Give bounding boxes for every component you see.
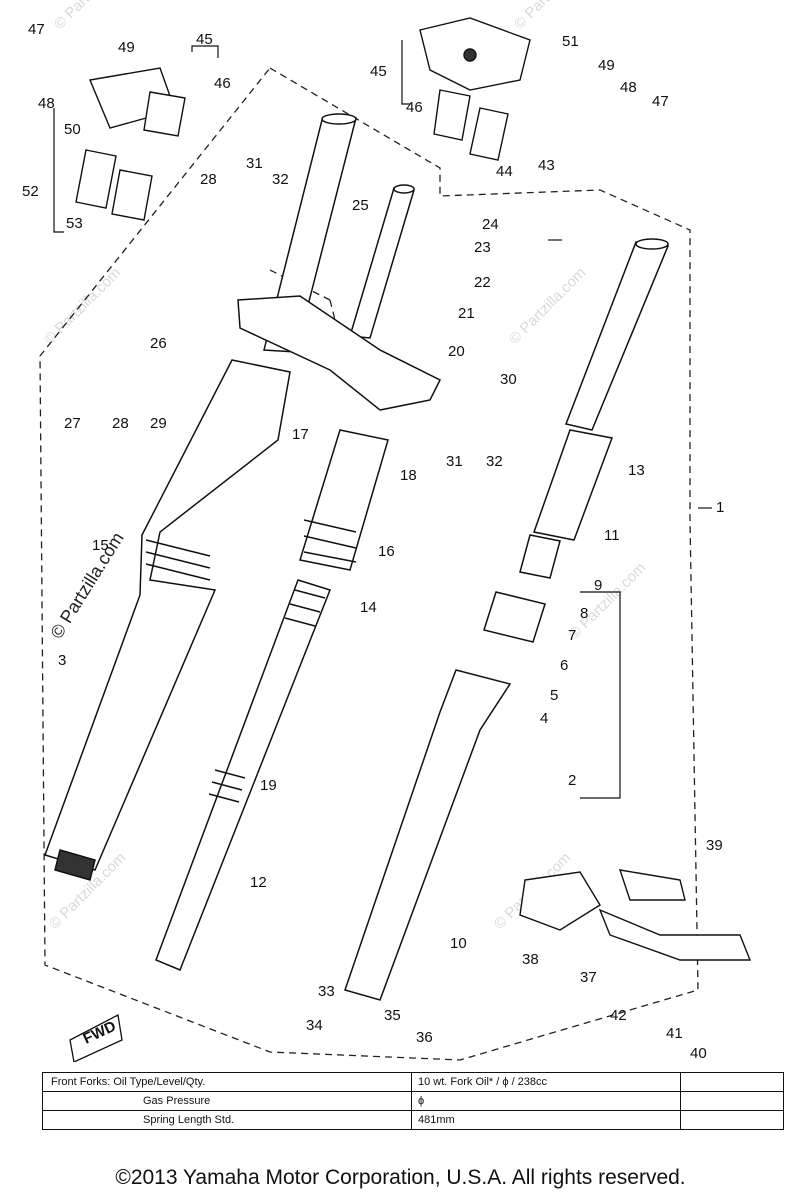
callout: 2 xyxy=(568,772,576,789)
callout: 8 xyxy=(580,605,588,622)
callout: 31 xyxy=(446,453,463,470)
callout: 46 xyxy=(214,75,231,92)
callout: 36 xyxy=(416,1029,433,1046)
callout: 11 xyxy=(604,527,620,544)
callout: 17 xyxy=(292,426,309,443)
bracket-lines xyxy=(53,40,712,799)
callout: 16 xyxy=(378,543,395,560)
callout: 5 xyxy=(550,687,558,704)
callout: 53 xyxy=(66,215,83,232)
callout: 10 xyxy=(450,935,467,952)
spec-value: ϕ xyxy=(411,1091,681,1111)
callout: 51 xyxy=(562,33,579,50)
callout: 6 xyxy=(560,657,568,674)
spec-label: Spring Length Std. xyxy=(42,1110,412,1130)
callout: 24 xyxy=(482,216,499,233)
callout: 32 xyxy=(272,171,289,188)
callout: 50 xyxy=(64,121,81,138)
callout: 34 xyxy=(306,1017,323,1034)
callout: 47 xyxy=(652,93,669,110)
watermark: © Partzilla.com xyxy=(566,559,649,642)
callout: 45 xyxy=(370,63,387,80)
callout: 29 xyxy=(150,415,167,432)
callout: 32 xyxy=(486,453,503,470)
callout: 20 xyxy=(448,343,465,360)
spec-label: Front Forks: Oil Type/Level/Qty. xyxy=(42,1072,412,1092)
callout: 18 xyxy=(400,467,417,484)
callout: 4 xyxy=(540,710,548,727)
watermark: © Partzilla.com xyxy=(511,0,594,33)
assembly-boundaries xyxy=(39,67,699,1061)
callout: 14 xyxy=(360,599,377,616)
callout: 19 xyxy=(260,777,277,794)
spec-label: Gas Pressure xyxy=(42,1091,412,1111)
callout: 22 xyxy=(474,274,491,291)
fork-leg-right xyxy=(344,238,670,1001)
callout: 26 xyxy=(150,335,167,352)
watermark: © Partzilla.com xyxy=(41,264,124,347)
watermark: © Partzilla.com xyxy=(51,0,134,33)
callout: 49 xyxy=(598,57,615,74)
callout: 52 xyxy=(22,183,39,200)
callout: 42 xyxy=(610,1007,627,1024)
callout: 28 xyxy=(112,415,129,432)
spec-blank-cell xyxy=(680,1110,784,1130)
callout: 30 xyxy=(500,371,517,388)
callout: 47 xyxy=(28,21,45,38)
callout: 25 xyxy=(352,197,369,214)
callout: 33 xyxy=(318,983,335,1000)
callout: 15 xyxy=(92,537,109,554)
fwd-tag: FWD xyxy=(69,1014,123,1062)
callout: 21 xyxy=(458,305,475,322)
callout: 39 xyxy=(706,837,723,854)
callout: 31 xyxy=(246,155,263,172)
callout: 7 xyxy=(568,627,576,644)
callout: 46 xyxy=(406,99,423,116)
spec-table: Front Forks: Oil Type/Level/Qty. 10 wt. … xyxy=(42,1072,784,1130)
handlebar-clamps xyxy=(75,17,531,221)
spec-value: 481mm xyxy=(411,1110,681,1130)
watermark: © Partzilla.com xyxy=(506,264,589,347)
callout: 49 xyxy=(118,39,135,56)
callout: 28 xyxy=(200,171,217,188)
callout: 40 xyxy=(690,1045,707,1062)
callout: 23 xyxy=(474,239,491,256)
callout: 48 xyxy=(620,79,637,96)
callout: 41 xyxy=(666,1025,683,1042)
callout: 37 xyxy=(580,969,597,986)
callout: 3 xyxy=(58,652,66,669)
callout: 35 xyxy=(384,1007,401,1024)
spec-value: 10 wt. Fork Oil* / ϕ / 238cc xyxy=(411,1072,681,1092)
callout: 48 xyxy=(38,95,55,112)
spec-row: Spring Length Std. 481mm xyxy=(42,1110,784,1130)
spec-blank-cell xyxy=(680,1072,784,1092)
lever-assembly xyxy=(519,869,752,961)
callout: 13 xyxy=(628,462,645,479)
callout: 1 xyxy=(716,499,724,516)
callout: 12 xyxy=(250,874,267,891)
spec-row: Front Forks: Oil Type/Level/Qty. 10 wt. … xyxy=(42,1072,784,1092)
callout: 43 xyxy=(538,157,555,174)
watermark-main: © Partzilla.com xyxy=(46,529,127,642)
callout: 9 xyxy=(594,577,602,594)
callout: 44 xyxy=(496,163,513,180)
spec-blank-cell xyxy=(680,1091,784,1111)
spec-row: Gas Pressure ϕ xyxy=(42,1091,784,1111)
callout-labels: 1 2 3 4 5 6 7 8 9 10 11 12 13 14 15 16 1… xyxy=(22,21,724,1062)
callout: 38 xyxy=(522,951,539,968)
fork-leg-left xyxy=(44,113,357,881)
callout: 27 xyxy=(64,415,81,432)
exploded-parts-diagram: © Partzilla.com © Partzilla.com © Partzi… xyxy=(22,0,752,1062)
copyright-notice: ©2013 Yamaha Motor Corporation, U.S.A. A… xyxy=(115,1166,686,1189)
callout: 45 xyxy=(196,31,213,48)
fork-center xyxy=(155,184,442,971)
